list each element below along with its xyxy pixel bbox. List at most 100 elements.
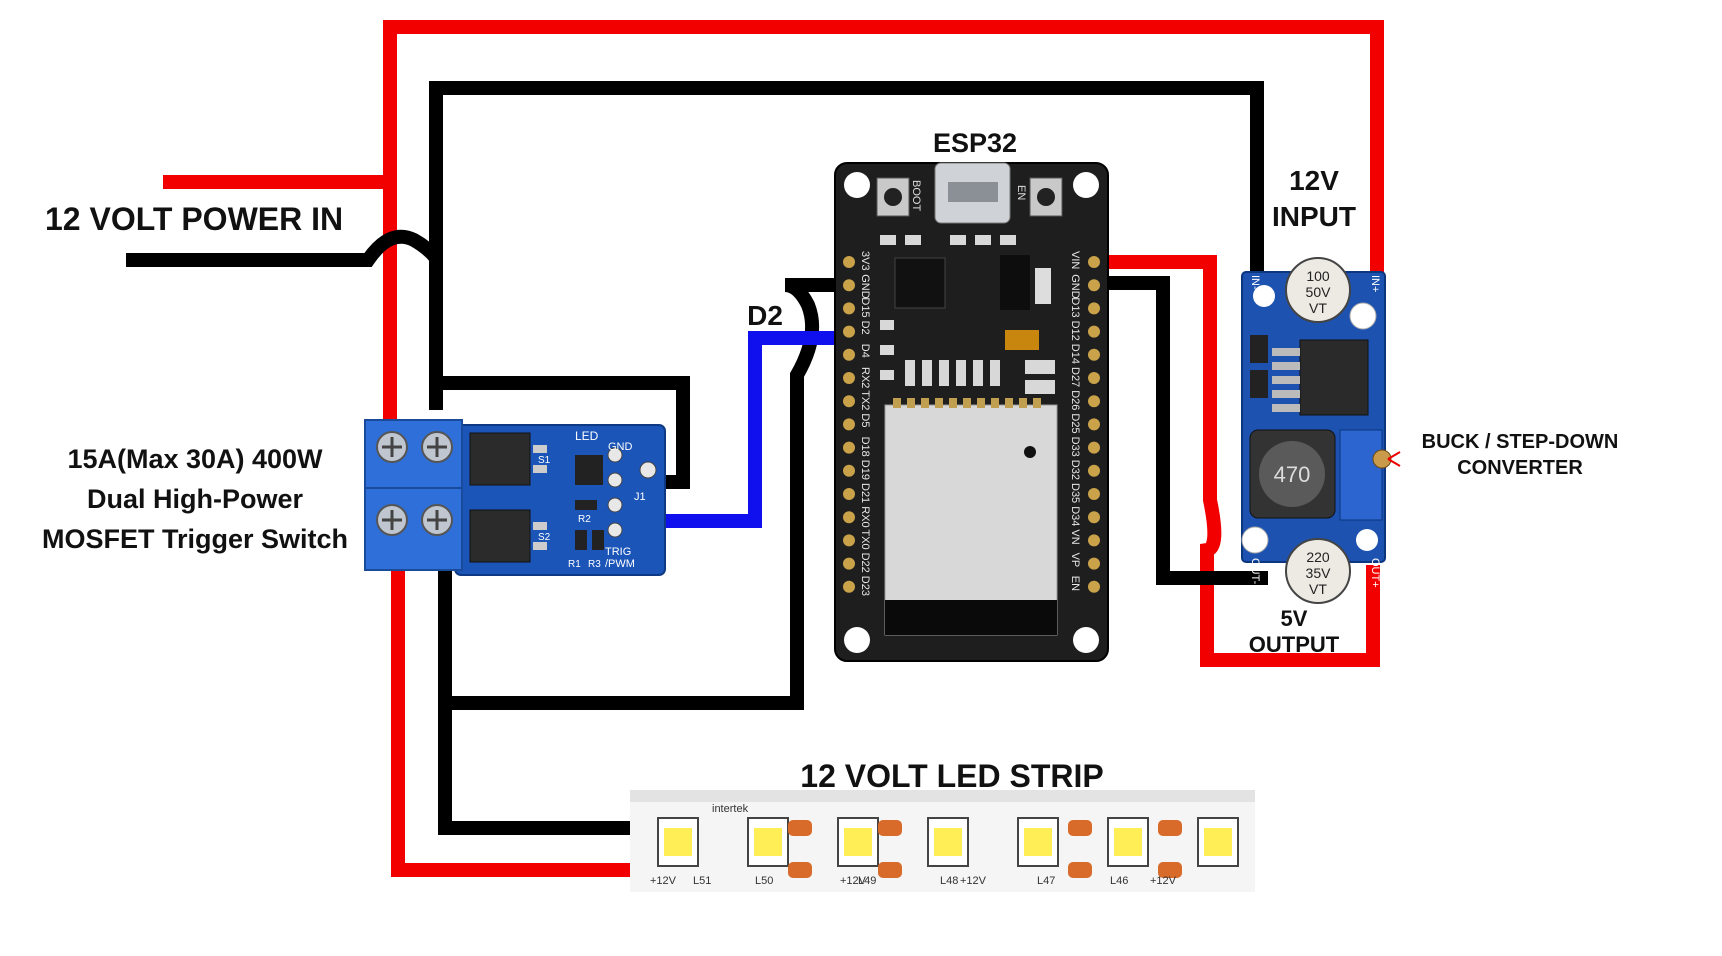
solder-pad (788, 820, 812, 836)
left-pin-label: RX0 (859, 506, 871, 527)
label-mosfet-line1: 15A(Max 30A) 400W (67, 444, 323, 474)
led-chip (934, 828, 962, 856)
left-pin-label: D2 (859, 321, 871, 335)
label-d2: D2 (747, 300, 783, 331)
right-pin-label: D35 (1069, 483, 1081, 503)
regulator-chip (1299, 339, 1369, 416)
boot-silk: BOOT (910, 180, 922, 211)
right-pin-label: EN (1069, 576, 1081, 591)
left-pin-pad (843, 441, 855, 454)
solder-pad (878, 820, 902, 836)
led-chip (754, 828, 782, 856)
left-pin-label: RX2 (859, 367, 871, 388)
left-pin-pad (843, 372, 855, 384)
left-pin-pad (843, 580, 855, 593)
pin-in-minus: IN- (1249, 275, 1261, 290)
label-12v-input-line1: 12V (1289, 165, 1339, 196)
right-pin-label: D25 (1069, 413, 1081, 433)
black-wire-converter-gnd (1083, 276, 1268, 585)
led-strip-silk-text: +12V (840, 875, 867, 887)
led-strip-silk-text: +12V (960, 875, 987, 887)
right-pin-label: VN (1069, 529, 1081, 544)
wires (126, 20, 1384, 877)
led-chip (1204, 828, 1232, 856)
left-pin-pad (843, 348, 855, 361)
label-12v-input-line2: INPUT (1272, 201, 1356, 232)
led-strip-silk-text: L50 (755, 875, 773, 887)
label-5v-output-line2: OUTPUT (1249, 632, 1340, 657)
right-pin-label: VP (1069, 553, 1081, 568)
blue-wire-d2-signal (640, 331, 855, 528)
led-strip-silk-text: L48 (940, 875, 958, 887)
svg-text:470: 470 (1274, 462, 1311, 487)
right-pin-pad (1088, 441, 1100, 454)
mosfet-silk-pwm: /PWM (605, 558, 635, 570)
esp32-left-header: 3V3GNDD15D2D4RX2TX2D5D18D19D21RX0TX0D22D… (843, 251, 871, 596)
left-pin-pad (843, 279, 855, 292)
label-led-strip: 12 VOLT LED STRIP (800, 758, 1103, 794)
right-pin-pad (1088, 325, 1100, 338)
esp32-right-header: VINGNDD13D12D14D27D26D25D33D32D35D34VNVP… (1069, 251, 1100, 593)
right-pin-pad (1088, 557, 1100, 570)
right-pin-pad (1088, 302, 1100, 315)
led-chip (1024, 828, 1052, 856)
mosfet-chip-2 (469, 509, 531, 563)
right-pin-pad (1088, 256, 1100, 268)
mosfet-silk-r1: R1 (568, 559, 581, 570)
right-pin-pad (1088, 464, 1100, 477)
black-wire-led-negative (438, 570, 640, 835)
right-pin-label: D33 (1069, 437, 1081, 457)
right-pin-label: VIN (1069, 251, 1081, 269)
solder-pad (1158, 862, 1182, 878)
left-pin-pad (843, 488, 855, 500)
solder-pad (788, 862, 812, 878)
left-pin-pad (843, 302, 855, 315)
esp32-board: BOOT EN 3V3GNDD15D2D4RX2TX2D5D18D19D21RX… (834, 162, 1109, 662)
right-pin-pad (1088, 511, 1100, 524)
right-pin-pad (1088, 395, 1100, 408)
boot-button (876, 177, 910, 217)
left-pin-pad (843, 534, 855, 547)
left-pin-pad (843, 511, 855, 524)
svg-text:50V: 50V (1306, 284, 1332, 300)
pin-out-plus: OUT+ (1369, 558, 1381, 588)
led-strip-silk-text: L47 (1037, 875, 1055, 887)
left-pin-label: TX2 (859, 390, 871, 410)
label-mosfet-line3: MOSFET Trigger Switch (42, 524, 348, 554)
left-pin-label: TX0 (859, 529, 871, 549)
led-strip-silk-text: L51 (693, 875, 711, 887)
led-chip (664, 828, 692, 856)
capacitor-bottom (1285, 538, 1351, 604)
red-wire-main (383, 20, 1384, 420)
right-pin-pad (1088, 418, 1100, 431)
right-pin-pad (1088, 279, 1100, 292)
left-pin-label: D23 (859, 576, 871, 596)
left-pin-pad (843, 418, 855, 431)
label-buck-line2: CONVERTER (1457, 457, 1583, 479)
red-wire-led-positive (391, 570, 645, 877)
mosfet-chip-1 (469, 432, 531, 486)
mosfet-silk-j1: J1 (634, 491, 646, 503)
mosfet-silk-r2: R2 (578, 514, 591, 525)
label-mosfet-line2: Dual High-Power (87, 484, 304, 514)
left-pin-label: D22 (859, 553, 871, 573)
left-pin-label: D15 (859, 297, 871, 317)
buck-converter: 100 50V VT 470 220 35V VT IN- IN+ OUT- O… (1241, 257, 1392, 604)
right-pin-pad (1088, 372, 1100, 384)
right-pin-label: D13 (1069, 297, 1081, 317)
solder-pad (1068, 862, 1092, 878)
label-buck-line1: BUCK / STEP-DOWN (1422, 431, 1619, 453)
led-chip (844, 828, 872, 856)
right-pin-pad (1088, 348, 1100, 361)
solder-pad (878, 862, 902, 878)
svg-text:100: 100 (1306, 268, 1330, 284)
left-pin-label: 3V3 (859, 251, 871, 271)
mosfet-module: LED GND J1 TRIG /PWM R1 R2 R3 S1 S2 (364, 419, 666, 576)
mosfet-silk-r3: R3 (588, 559, 601, 570)
led-strip-silk-text: +12V (1150, 875, 1177, 887)
black-wire-power-in (126, 229, 442, 267)
left-pin-label: D4 (859, 344, 871, 358)
led-strip-silk-text: L49 (858, 875, 876, 887)
